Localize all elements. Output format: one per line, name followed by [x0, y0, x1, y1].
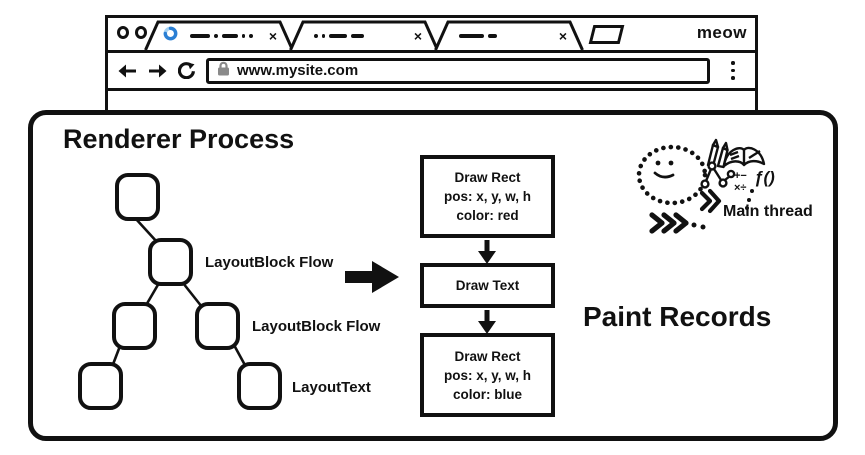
url-bar[interactable]: www.mysite.com: [206, 57, 710, 84]
node-label-level1: LayoutBlock Flow: [205, 254, 334, 271]
paint-record-line: pos: x, y, w, h: [443, 189, 531, 204]
main-thread-label: Main thread: [723, 203, 813, 220]
browser-window: × ×: [105, 15, 758, 111]
chevron-arrows-icon: [649, 188, 722, 234]
layout-tree-node-child-left: [112, 302, 157, 350]
reload-icon: [178, 62, 195, 79]
tab-close-icon[interactable]: ×: [268, 28, 277, 44]
forward-arrow-icon: [149, 64, 167, 77]
tab-title-placeholder: [459, 34, 547, 38]
node-label-level2: LayoutBlock Flow: [252, 318, 381, 335]
paint-record-line: pos: x, y, w, h: [443, 367, 531, 383]
function-symbol: ƒ(): [754, 168, 775, 187]
url-text: www.mysite.com: [237, 62, 359, 79]
math-symbols: ×÷: [734, 182, 746, 194]
forward-button[interactable]: [148, 64, 167, 78]
layout-tree-node-leaf-left: [78, 362, 123, 410]
paint-record-box-2: Draw Text: [420, 263, 555, 308]
main-thread-doodle: +− ×÷ ƒ(): [636, 138, 775, 234]
math-symbols: +−: [734, 170, 747, 182]
tree-graph-icon: [700, 161, 736, 189]
layout-tree-node-block2: [195, 302, 240, 350]
pencils-icon: [706, 138, 729, 169]
menu-kebab-icon[interactable]: [723, 61, 743, 80]
tab-list: × ×: [144, 20, 625, 50]
tab-2[interactable]: ×: [289, 20, 439, 50]
paint-record-box-3: Draw Rect pos: x, y, w, h color: blue: [420, 333, 555, 417]
window-control-button[interactable]: [117, 26, 129, 39]
tab-outline: [144, 20, 294, 50]
renderer-process-panel: Renderer Process LayoutBloc: [28, 110, 838, 441]
tab-outline: [289, 20, 439, 50]
back-button[interactable]: [118, 64, 137, 78]
tab-close-icon[interactable]: ×: [558, 28, 567, 44]
node-label-level3: LayoutText: [292, 379, 371, 396]
paint-records-title: Paint Records: [583, 301, 772, 332]
new-tab-button[interactable]: [588, 25, 625, 44]
paint-record-line: color: blue: [452, 386, 522, 402]
paint-record-line: Draw Rect: [454, 348, 521, 364]
paint-record-line: Draw Rect: [454, 170, 521, 185]
panel-title: Renderer Process: [63, 124, 295, 154]
tab-strip: × ×: [108, 18, 755, 53]
paint-record-line: Draw Text: [455, 278, 520, 293]
reload-button[interactable]: [178, 62, 195, 79]
tab-1[interactable]: ×: [144, 20, 294, 50]
paint-record-line: color: red: [456, 208, 519, 223]
tab-outline: [434, 20, 584, 50]
tab-3[interactable]: ×: [434, 20, 584, 50]
layout-tree-node-block1: [148, 238, 193, 286]
tab-title-placeholder: [190, 34, 257, 38]
layout-tree-node-text: [237, 362, 282, 410]
smiley-thread-icon: [636, 144, 708, 206]
paint-record-box-1: Draw Rect pos: x, y, w, h color: red: [420, 155, 555, 238]
flow-arrow-icon: [345, 261, 399, 293]
back-arrow-icon: [118, 64, 136, 77]
layout-tree-node-root: [115, 173, 160, 221]
book-icon: [722, 146, 766, 168]
navigation-bar: www.mysite.com: [108, 53, 755, 91]
loading-spinner-icon: [163, 26, 178, 46]
window-control-button[interactable]: [135, 26, 147, 39]
tab-title-placeholder: [314, 34, 402, 38]
lock-icon: [217, 61, 230, 81]
brand-text: meow: [696, 23, 747, 42]
tab-close-icon[interactable]: ×: [413, 28, 422, 44]
